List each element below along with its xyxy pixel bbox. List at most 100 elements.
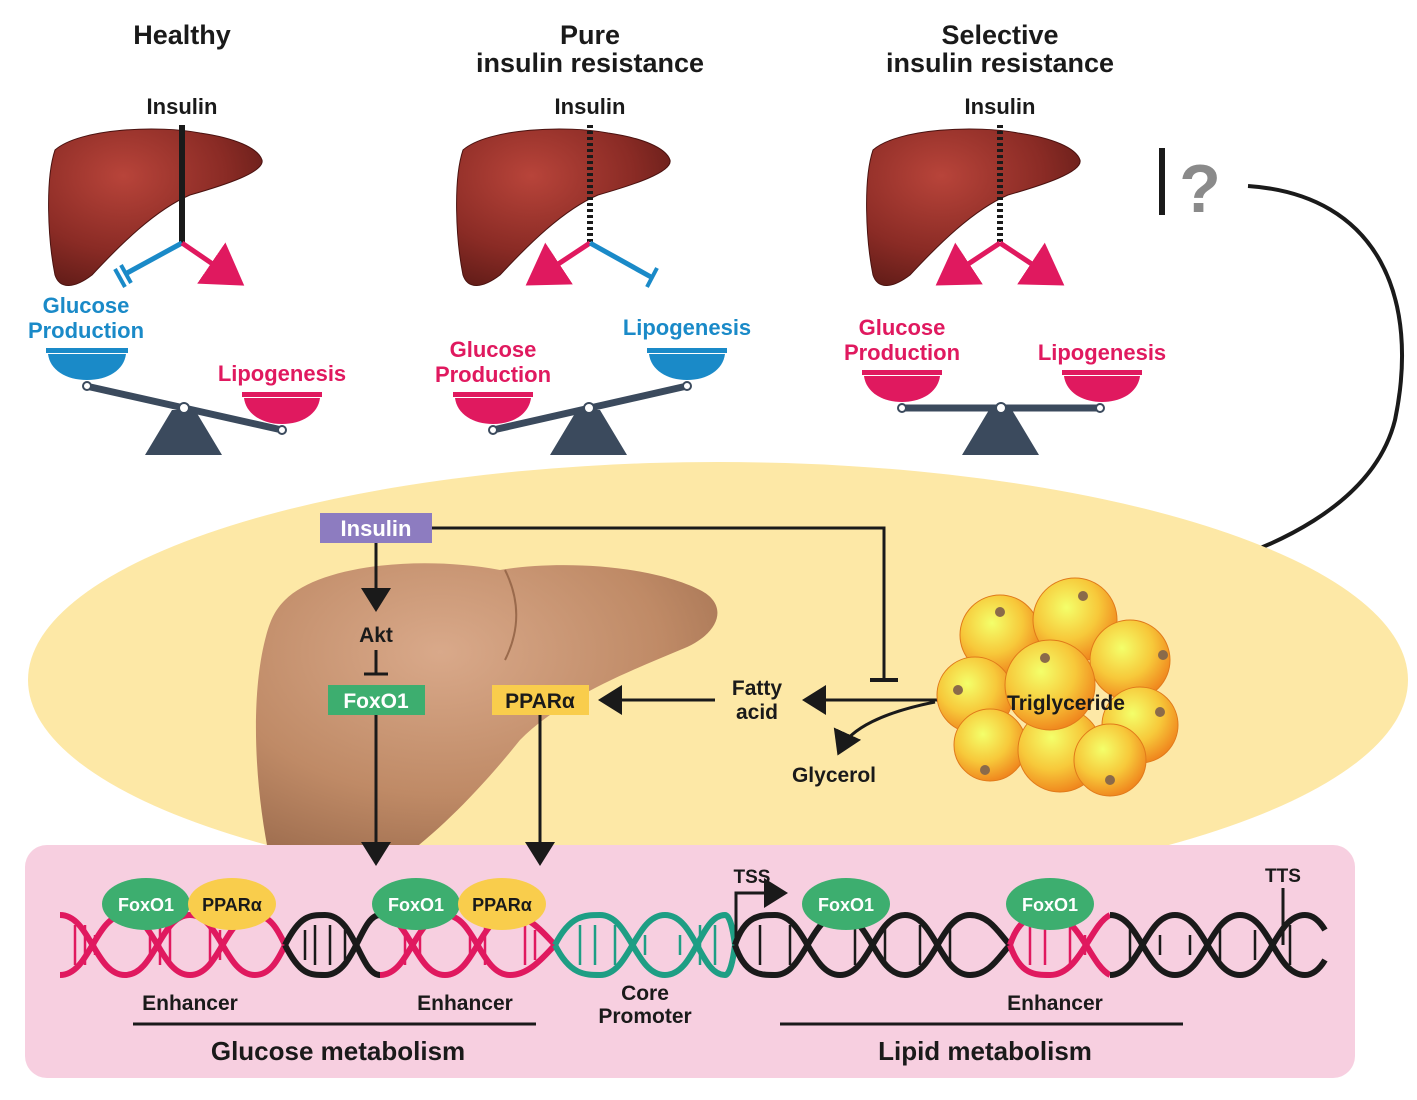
lipogenesis-pan — [1064, 376, 1140, 402]
lipogenesis-arrow — [180, 240, 245, 286]
dna-rungs-black — [303, 925, 1292, 965]
tts-label: TTS — [1265, 866, 1301, 887]
foxo1-oval-label: FoxO1 — [118, 895, 174, 915]
glucose-inhibit-bar2 — [113, 268, 127, 288]
insulin-label: Insulin — [965, 94, 1036, 119]
lipogenesis-inhibit-line — [588, 240, 653, 280]
glucose-pan — [455, 398, 531, 424]
panel-selective-insulin-resistance: Selective insulin resistance Insulin Glu… — [844, 20, 1166, 455]
unknown-factor: ? — [1142, 148, 1404, 596]
glucose-production-label: Glucose — [450, 337, 537, 362]
insulin-box — [320, 513, 432, 543]
lipogenesis-pan — [244, 398, 320, 424]
glucose-arrow — [935, 240, 1002, 286]
large-liver — [255, 563, 718, 860]
glucose-pan-rim — [46, 348, 128, 353]
lipogenesis-pan-rim — [1062, 370, 1142, 375]
dna-core-promoter-segment — [552, 911, 738, 979]
ppara-oval — [188, 878, 276, 930]
enhancer-label: Enhancer — [417, 992, 513, 1015]
scale-base — [550, 410, 627, 455]
lipogenesis-arrow — [998, 240, 1065, 286]
pan-hook — [488, 425, 498, 435]
insulin-to-lipolysis-line — [432, 526, 886, 678]
lipogenesis-label: Lipogenesis — [623, 315, 751, 340]
ppara-oval — [458, 878, 546, 930]
glycerol-label: Glycerol — [792, 764, 876, 787]
insulin-label: Insulin — [555, 94, 626, 119]
liver-lobe-line — [504, 569, 518, 661]
enhancer-label: Enhancer — [142, 992, 238, 1015]
foxo1-oval-label: FoxO1 — [1022, 895, 1078, 915]
glucose-pan — [48, 354, 126, 380]
pan-hook — [1095, 403, 1105, 413]
enhancer-label: Enhancer — [1007, 992, 1103, 1015]
scale-pivot — [995, 402, 1007, 414]
glucose-inhibit-bar — [119, 264, 133, 284]
glucose-metabolism-label: Glucose metabolism — [211, 1036, 465, 1066]
lipogenesis-pan-rim — [647, 348, 727, 353]
dna-black-segment-3 — [1109, 911, 1328, 979]
tss-arrow — [734, 878, 788, 945]
liver-icon — [48, 128, 263, 286]
fatty-acid-label: Fatty — [732, 677, 782, 700]
tg-to-glycerol-arrow — [833, 700, 936, 756]
core-promoter-label: Core — [621, 982, 669, 1005]
fatty-acid-label-2: acid — [736, 701, 778, 724]
scale-base — [962, 410, 1039, 455]
pan-hook — [82, 381, 92, 391]
pan-hook — [897, 403, 907, 413]
glucose-production-label-2: Production — [844, 340, 960, 365]
dna-binding-factors: FoxO1 PPARα FoxO1 PPARα FoxO1 FoxO1 — [102, 878, 1094, 930]
panel-title: Pure — [560, 20, 620, 50]
liver-icon — [866, 128, 1081, 286]
foxo1-oval — [802, 878, 890, 930]
glucose-arrow — [525, 240, 592, 286]
foxo1-oval — [102, 878, 190, 930]
lipogenesis-inhibit-bar — [645, 267, 659, 288]
ppara-box — [492, 685, 589, 715]
ppara-oval-label: PPARα — [202, 895, 262, 915]
triglyceride-droplets — [936, 577, 1179, 797]
lipid-metabolism-label: Lipid metabolism — [878, 1036, 1092, 1066]
pan-hook — [277, 425, 287, 435]
panel-title: Healthy — [133, 20, 231, 50]
dna-helix — [59, 911, 1328, 979]
glucose-production-label-2: Production — [28, 318, 144, 343]
ppara-oval-label: PPARα — [472, 895, 532, 915]
foxo1-oval-label: FoxO1 — [388, 895, 444, 915]
dna-black-segment-2 — [732, 911, 1013, 979]
glucose-production-label: Glucose — [859, 315, 946, 340]
panel-pure-insulin-resistance: Pure insulin resistance Insulin Glucose … — [435, 20, 751, 455]
foxo1-oval-label: FoxO1 — [818, 895, 874, 915]
question-mark: ? — [1179, 151, 1221, 227]
lipogenesis-label: Lipogenesis — [1038, 340, 1166, 365]
glucose-pan-rim — [862, 370, 942, 375]
panel-title-2: insulin resistance — [476, 48, 704, 78]
foxo1-box — [328, 685, 425, 715]
glucose-pan-rim — [453, 392, 533, 397]
dna-black-segment-1 — [282, 911, 381, 979]
scale-pivot — [178, 402, 190, 414]
dna-rungs-pink — [73, 925, 1087, 965]
scale-base — [145, 410, 222, 455]
dna-rungs-teal — [578, 925, 717, 965]
glucose-production-label-2: Production — [435, 362, 551, 387]
glucose-production-label: Glucose — [43, 293, 130, 318]
tss-label: TSS — [734, 867, 771, 888]
liver-icon — [456, 128, 671, 286]
panel-healthy: Healthy Insulin Glucose Production Lipog… — [28, 20, 346, 455]
panel-title: Selective — [941, 20, 1058, 50]
foxo1-box-label: FoxO1 — [343, 690, 409, 713]
foxo1-oval — [1006, 878, 1094, 930]
glucose-inhibit-line — [125, 240, 184, 276]
glucose-pan — [864, 376, 940, 402]
lipogenesis-label: Lipogenesis — [218, 361, 346, 386]
lipogenesis-pan — [649, 354, 725, 380]
lipogenesis-pan-rim — [242, 392, 322, 397]
pan-hook — [682, 381, 692, 391]
core-promoter-label-2: Promoter — [598, 1005, 691, 1028]
scale-pivot — [583, 402, 595, 414]
